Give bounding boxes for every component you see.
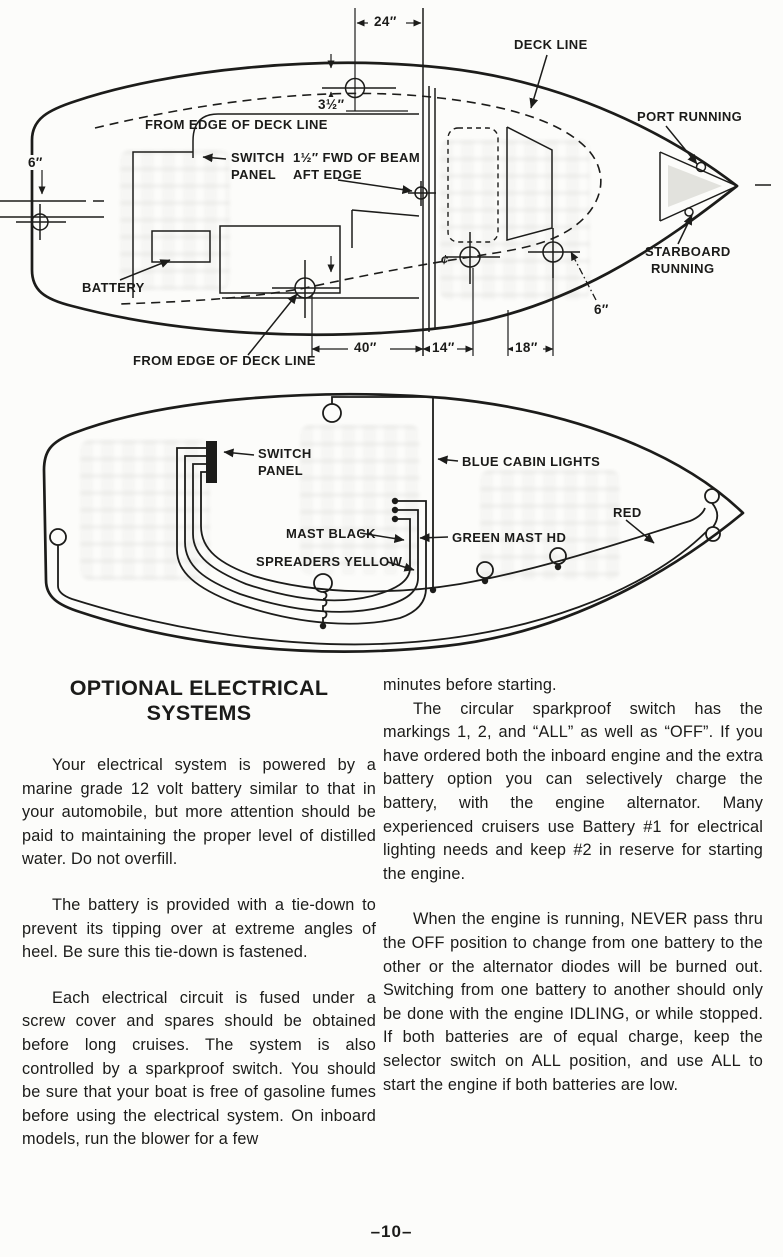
- page-title: OPTIONAL ELECTRICAL SYSTEMS: [22, 676, 376, 726]
- green-mast-hd-label: GREEN MAST HD: [452, 530, 567, 545]
- from-edge-of-deck-line-bottom-label: FROM EDGE OF DECK LINE: [133, 353, 316, 368]
- scan-bleed-artifact: [480, 470, 620, 580]
- scan-bleed-artifact: [440, 140, 590, 300]
- port-running-label: PORT RUNNING: [637, 109, 743, 124]
- starboard-running-label-line2: RUNNING: [651, 261, 715, 276]
- heading-line1: OPTIONAL ELECTRICAL: [69, 676, 329, 700]
- paragraph: The circular sparkproof switch has the m…: [383, 699, 763, 883]
- dim-3-5-label: 3½″: [316, 97, 347, 112]
- heading-line2: SYSTEMS: [146, 701, 252, 725]
- right-column: minutes before starting. The circular sp…: [383, 674, 763, 1119]
- deck-line-label: DECK LINE: [514, 37, 588, 52]
- dim-40-label: 40″: [352, 340, 379, 355]
- blue-cabin-lights-label: BLUE CABIN LIGHTS: [462, 454, 601, 469]
- scan-bleed-artifact: [300, 425, 420, 575]
- starboard-running-label-line1: STARBOARD: [645, 244, 731, 259]
- scan-bleed-artifact: [120, 150, 230, 290]
- fwd-of-beam-label-line1: 1½″ FWD OF BEAM: [293, 150, 421, 165]
- mast-black-label: MAST BLACK: [286, 526, 376, 541]
- dim-6-left-label: 6″: [26, 155, 45, 170]
- deck-plan-linework: [0, 8, 771, 356]
- switch-panel-label-line1: SWITCH: [231, 150, 285, 165]
- spreaders-yellow-label: SPREADERS YELLOW: [256, 554, 403, 569]
- dim-14-label: 14″: [430, 340, 457, 355]
- wiring-switch-panel-label-line2: PANEL: [258, 463, 304, 478]
- paragraph: Your electrical system is powered by a m…: [22, 756, 376, 869]
- paragraph: minutes before starting.: [383, 676, 557, 694]
- wiring-plan-linework: [42, 392, 745, 653]
- page-number: –10–: [370, 1222, 413, 1241]
- switch-panel-label-line2: PANEL: [231, 167, 277, 182]
- battery-label: BATTERY: [82, 280, 145, 295]
- left-column: OPTIONAL ELECTRICAL SYSTEMS Your electri…: [22, 676, 376, 1174]
- dim-24-label: 24″: [372, 14, 399, 29]
- boat-diagrams-linework: [0, 8, 771, 653]
- dim-6-right-label: 6″: [592, 302, 611, 317]
- paragraph: The battery is provided with a tie-down …: [22, 895, 376, 962]
- from-edge-of-deck-line-top-label: FROM EDGE OF DECK LINE: [145, 117, 328, 132]
- dim-18-label: 18″: [513, 340, 540, 355]
- paragraph: Each electrical circuit is fused under a…: [22, 988, 376, 1149]
- wiring-switch-panel-label-line1: SWITCH: [258, 446, 312, 461]
- fwd-of-beam-label-line2: AFT EDGE: [293, 167, 362, 182]
- red-label: RED: [613, 505, 642, 520]
- paragraph: When the engine is running, NEVER pass t…: [383, 910, 763, 1094]
- scan-bleed-artifact: [80, 440, 210, 580]
